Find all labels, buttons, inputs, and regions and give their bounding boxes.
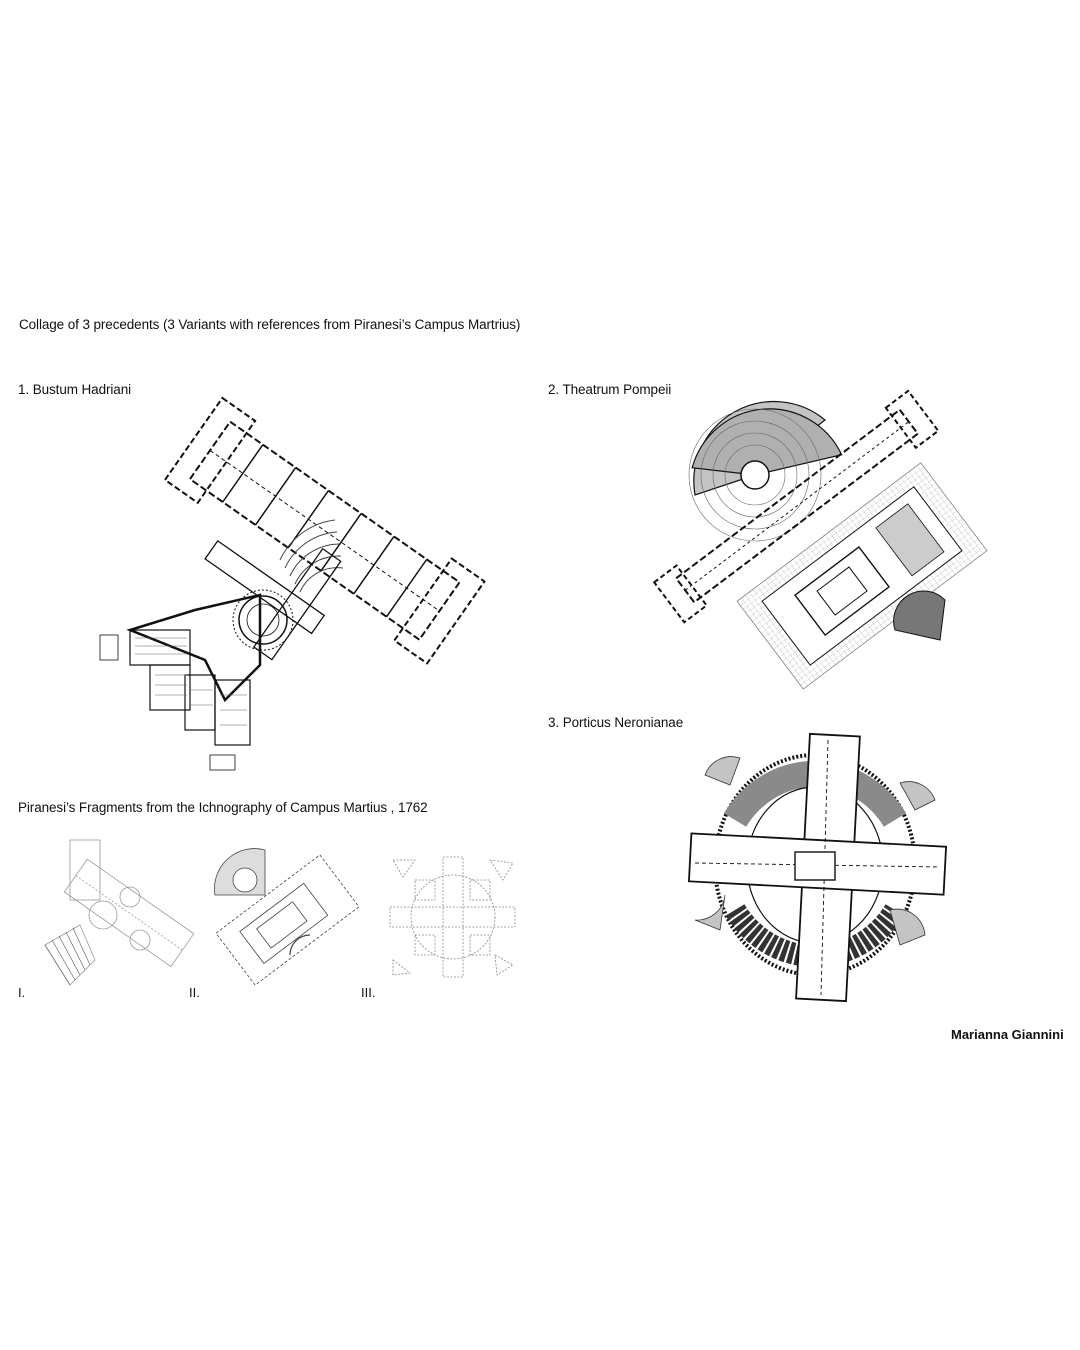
fragments-title: Piranesi’s Fragments from the Ichnograph… (18, 800, 428, 815)
fragment-numeral-3: III. (361, 985, 376, 1000)
fragment-ii-plan (214, 848, 360, 986)
precedent-3-label: 3. Porticus Neronianae (548, 715, 684, 730)
precedent-2-label: 2. Theatrum Pompeii (548, 382, 672, 397)
fragment-iii-plan (389, 856, 516, 978)
theatrum-pompeii-plan (652, 389, 988, 690)
precedent-1-label: 1. Bustum Hadriani (18, 382, 132, 397)
fragment-numeral-2: II. (189, 985, 200, 1000)
porticus-neronianae-plan (687, 732, 948, 1003)
page-title: Collage of 3 precedents (3 Variants with… (19, 317, 521, 332)
fragment-i-plan (44, 839, 195, 986)
fragment-numeral-1: I. (18, 985, 26, 1000)
author-name: Marianna Giannini (951, 1027, 1064, 1042)
bustum-hadriani-plan (99, 396, 486, 771)
